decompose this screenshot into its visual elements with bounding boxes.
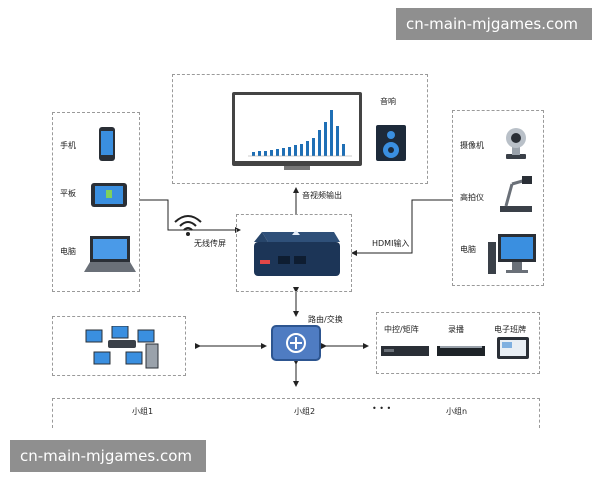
video-capture-section xyxy=(452,110,544,286)
tablet-icon xyxy=(91,183,127,207)
speaker-icon xyxy=(376,125,406,161)
ctrl-recording-label: 录播 xyxy=(448,325,464,334)
video-camera-label: 摄像机 xyxy=(460,141,484,150)
camera-icon xyxy=(506,128,526,159)
hdmi-in-label: HDMI输入 xyxy=(372,239,410,248)
video-doccam-label: 高拍仪 xyxy=(460,193,484,202)
group-study-section xyxy=(52,398,540,428)
ctrl-matrix-label: 中控/矩阵 xyxy=(384,325,419,334)
video-pc-label: 电脑 xyxy=(460,245,476,254)
byod-phone-label: 手机 xyxy=(60,141,76,150)
document-camera-icon xyxy=(500,176,532,212)
av-out-label: 音视频输出 xyxy=(302,191,342,200)
recorder-device-icon xyxy=(437,346,485,356)
host-box-icon xyxy=(254,230,340,276)
wifi-icon xyxy=(174,215,202,236)
byod-section xyxy=(52,112,140,292)
teacher-screen-section xyxy=(172,74,428,184)
central-ctrl-section xyxy=(376,312,540,374)
group-1-label: 小组1 xyxy=(132,407,154,416)
group-ellipsis: • • • xyxy=(372,404,392,413)
watermark-top: cn-main-mjgames.com xyxy=(396,8,592,40)
class-board-icon xyxy=(497,337,529,359)
watermark-bottom: cn-main-mjgames.com xyxy=(10,440,206,472)
network-pcs-icon xyxy=(85,326,159,369)
byod-link-line xyxy=(140,199,241,233)
audio-label: 音响 xyxy=(380,97,396,106)
wireless-label: 无线传屏 xyxy=(194,239,226,248)
chart-bars xyxy=(252,110,345,156)
byod-tablet-label: 平板 xyxy=(60,189,76,198)
hdmi-link-line xyxy=(351,199,452,256)
display-screen xyxy=(232,92,362,170)
route-switch-label: 路由/交换 xyxy=(308,315,343,324)
central-host-section xyxy=(236,214,352,292)
byod-pc-label: 电脑 xyxy=(60,247,76,256)
group-n-label: 小组n xyxy=(446,407,468,416)
laptop-icon xyxy=(84,236,136,272)
phone-icon xyxy=(99,127,115,161)
matrix-device-icon xyxy=(381,346,429,356)
unified-mgmt-section xyxy=(52,316,186,376)
group-2-label: 小组2 xyxy=(294,407,316,416)
router-switch-icon xyxy=(271,325,321,361)
ctrl-classboard-label: 电子班牌 xyxy=(494,325,526,334)
desktop-pc-icon xyxy=(488,234,536,274)
